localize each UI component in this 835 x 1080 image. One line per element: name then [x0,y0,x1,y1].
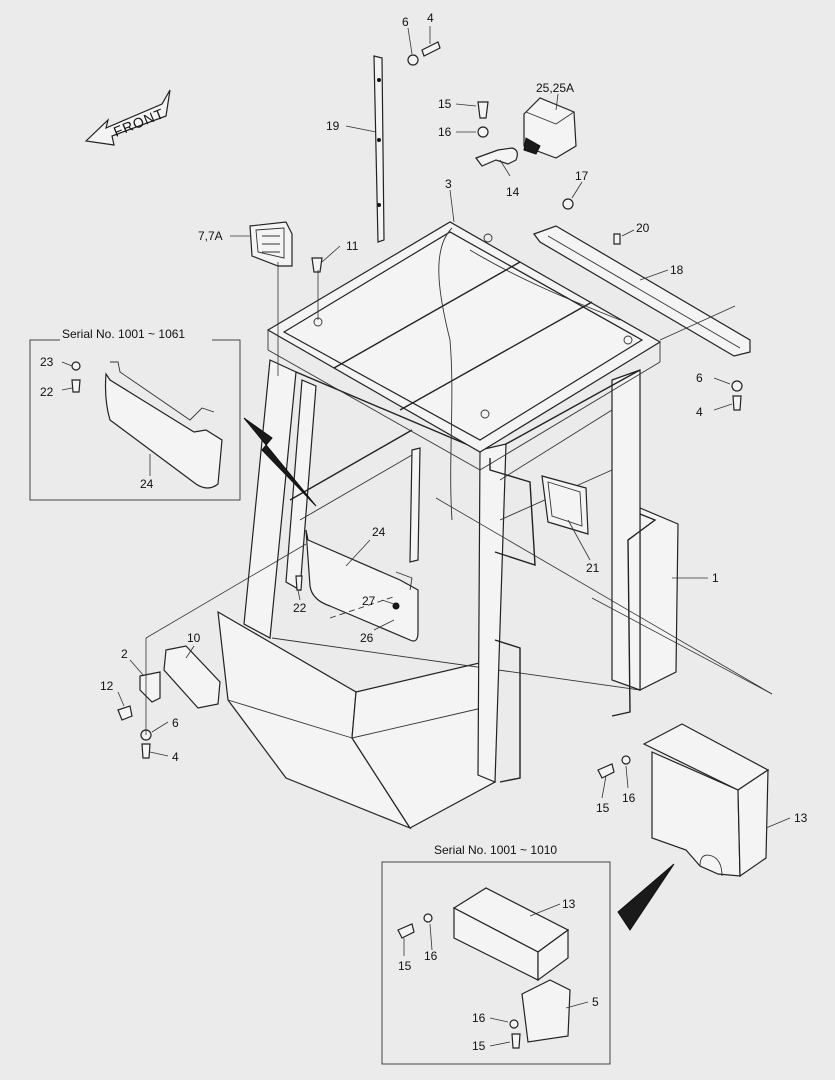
callout-24-main: 24 [372,525,386,539]
trim-strip [373,55,385,243]
inset-tool-box-title: Serial No. 1001 ~ 1010 [434,843,557,857]
callout-22-main: 22 [293,601,307,615]
inset-tool-box: Serial No. 1001 ~ 1010 [381,842,611,1065]
cab-frame [217,221,679,830]
inset-sun-visor: Serial No. 1001 ~ 1061 [29,325,241,501]
callout-16-top: 16 [438,125,452,139]
inset-pointer-visor [243,417,317,507]
work-lamp-front [249,221,293,267]
callout-14: 14 [506,185,520,199]
callout-13-inset: 13 [562,897,576,911]
sun-visor-main [305,529,419,642]
callout-5: 5 [592,995,599,1009]
callout-4-left: 4 [172,750,179,764]
callout-labels: 6 4 15 16 25,25A 14 19 3 17 20 18 7,7A 1… [40,11,808,1053]
callout-15-inset-bottom: 15 [472,1039,486,1053]
callout-6-left: 6 [172,716,179,730]
callout-leaders [61,26,791,1047]
wiring-harness [438,227,453,521]
callout-21: 21 [586,561,600,575]
callout-2: 2 [121,647,128,661]
side-mirror [541,475,589,535]
callout-19: 19 [326,119,340,133]
callout-27: 27 [362,594,376,608]
callout-23: 23 [40,355,54,369]
tool-box [642,723,770,878]
fasteners [140,41,743,779]
inset-pointer-toolbox [617,863,675,931]
grab-handle-rear [611,513,657,717]
callout-20: 20 [636,221,650,235]
callout-4-top: 4 [427,11,434,25]
lamp-bracket [475,147,518,167]
assembly-leader-lines [145,262,773,735]
callout-17: 17 [575,169,589,183]
front-direction-arrow: FRONT [84,89,171,146]
callout-24-inset: 24 [140,477,154,491]
callout-26: 26 [360,631,374,645]
callout-11: 11 [346,239,359,253]
callout-15-toolbox: 15 [596,801,610,815]
side-mirror-assembly [117,645,221,721]
cab-rear-panel [639,507,679,691]
callout-16-toolbox: 16 [622,791,636,805]
front-label: FRONT [111,105,166,140]
callout-10: 10 [187,631,201,645]
inset-sun-visor-title: Serial No. 1001 ~ 1061 [62,327,185,341]
grab-handle-front [489,458,536,566]
callout-12: 12 [100,679,114,693]
callout-7: 7,7A [198,229,223,243]
callout-16-inset-bottom: 16 [472,1011,486,1025]
callout-6-right: 6 [696,371,703,385]
callout-18: 18 [670,263,684,277]
work-lamp-rear [523,97,577,159]
callout-3: 3 [445,177,452,191]
callout-6-top: 6 [402,15,409,29]
callout-4-right: 4 [696,405,703,419]
callout-16-inset-top: 16 [424,949,438,963]
callout-1: 1 [712,571,719,585]
callout-15-top: 15 [438,97,452,111]
callout-25: 25,25A [536,81,574,95]
callout-22-inset: 22 [40,385,54,399]
callout-13-main: 13 [794,811,808,825]
callout-15-inset-top: 15 [398,959,412,973]
